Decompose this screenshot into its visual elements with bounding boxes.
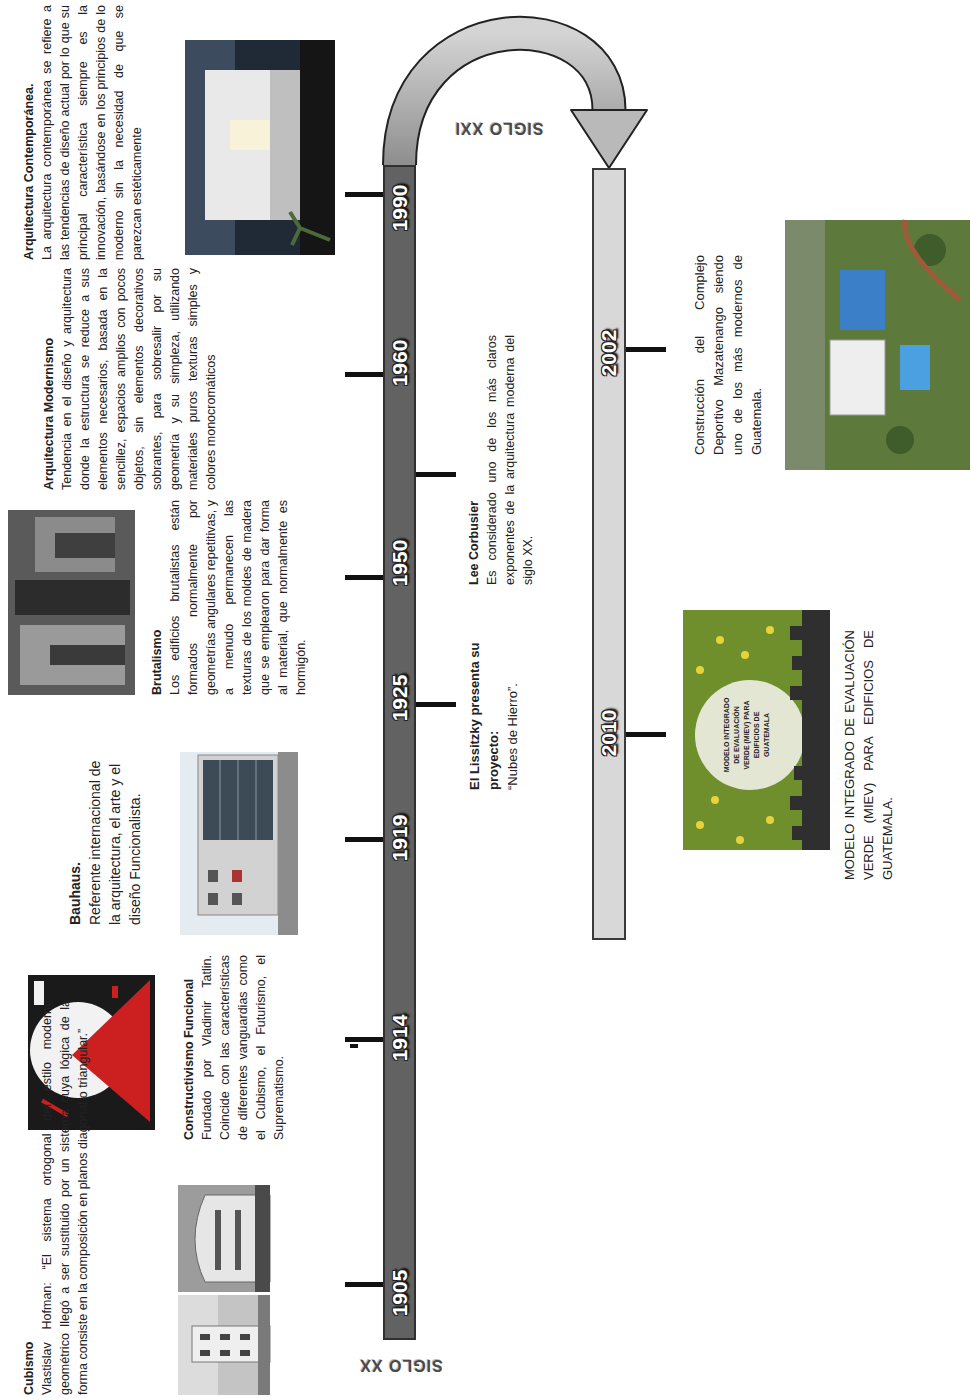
timeline-bar: SIGLO XXI20022010 (592, 168, 626, 940)
miev-cover (683, 610, 830, 850)
body-text: Tendencia en el diseño y arquitectura do… (58, 268, 220, 490)
heading-text: Constructivismo Funcional (180, 955, 198, 1140)
heading-text: Cubismo (20, 1000, 38, 1395)
year-label: 2002 (594, 330, 624, 377)
body-text: La arquitectura contemporánea se refiere… (38, 5, 146, 260)
aerial-photo (785, 220, 970, 470)
arrow-band (400, 33, 610, 165)
heading-text: Arquitectura Contemporánea. (20, 5, 38, 260)
body-text: Es considerado uno de los más claros exp… (483, 335, 537, 585)
body-text: Fundado por Vladimir Tatlin. Coincide co… (198, 955, 288, 1140)
brutalism-photo (8, 510, 135, 695)
year-label: 1960 (385, 340, 414, 387)
bauhaus-photo (180, 752, 298, 935)
heading-text: Brutalismo (148, 500, 166, 695)
timeline-bar: SIGLO XX1905191419191925195019601990 (383, 165, 416, 1340)
year-label: 1990 (385, 185, 414, 232)
heading-text: Arquitectura Modernismo (40, 268, 58, 490)
body-text: Referente internacional de la arquitectu… (85, 755, 145, 925)
body-text: “Nubes de Hierro”. (503, 640, 522, 790)
year-label: 2010 (594, 710, 624, 757)
contemporary-photo (185, 40, 335, 255)
heading-text: El Lissitzky presenta su proyecto: (465, 640, 503, 790)
century-label: SIGLO XXI (454, 119, 543, 137)
body-text: Construcción del Complejo Deportivo Maza… (690, 255, 766, 455)
body-text: Los edificios brutalistas están formados… (166, 500, 310, 695)
year-label: 1925 (385, 675, 414, 722)
curved-arrow (400, 33, 648, 168)
year-label: 1950 (385, 540, 414, 587)
heading-text: MODELO INTEGRADO DE EVALUACIÓN VERDE (MI… (722, 695, 772, 775)
year-label: 1914 (385, 1015, 414, 1062)
heading-text: Bauhaus. (65, 755, 85, 925)
cubism-photos (178, 1185, 270, 1395)
body-text: MODELO INTEGRADO DE EVALUACIÓN VERDE (MI… (840, 630, 897, 880)
century-label: SIGLO XX (359, 1356, 443, 1374)
year-label: 1919 (385, 815, 414, 862)
body-text: Vlastislav Hofman: “El sistema ortogonal… (38, 1000, 92, 1395)
year-label: 1905 (385, 1270, 414, 1317)
arrow-outline (400, 33, 610, 165)
heading-text: Lee Corbusier (465, 335, 483, 585)
arrow-head (571, 110, 647, 168)
